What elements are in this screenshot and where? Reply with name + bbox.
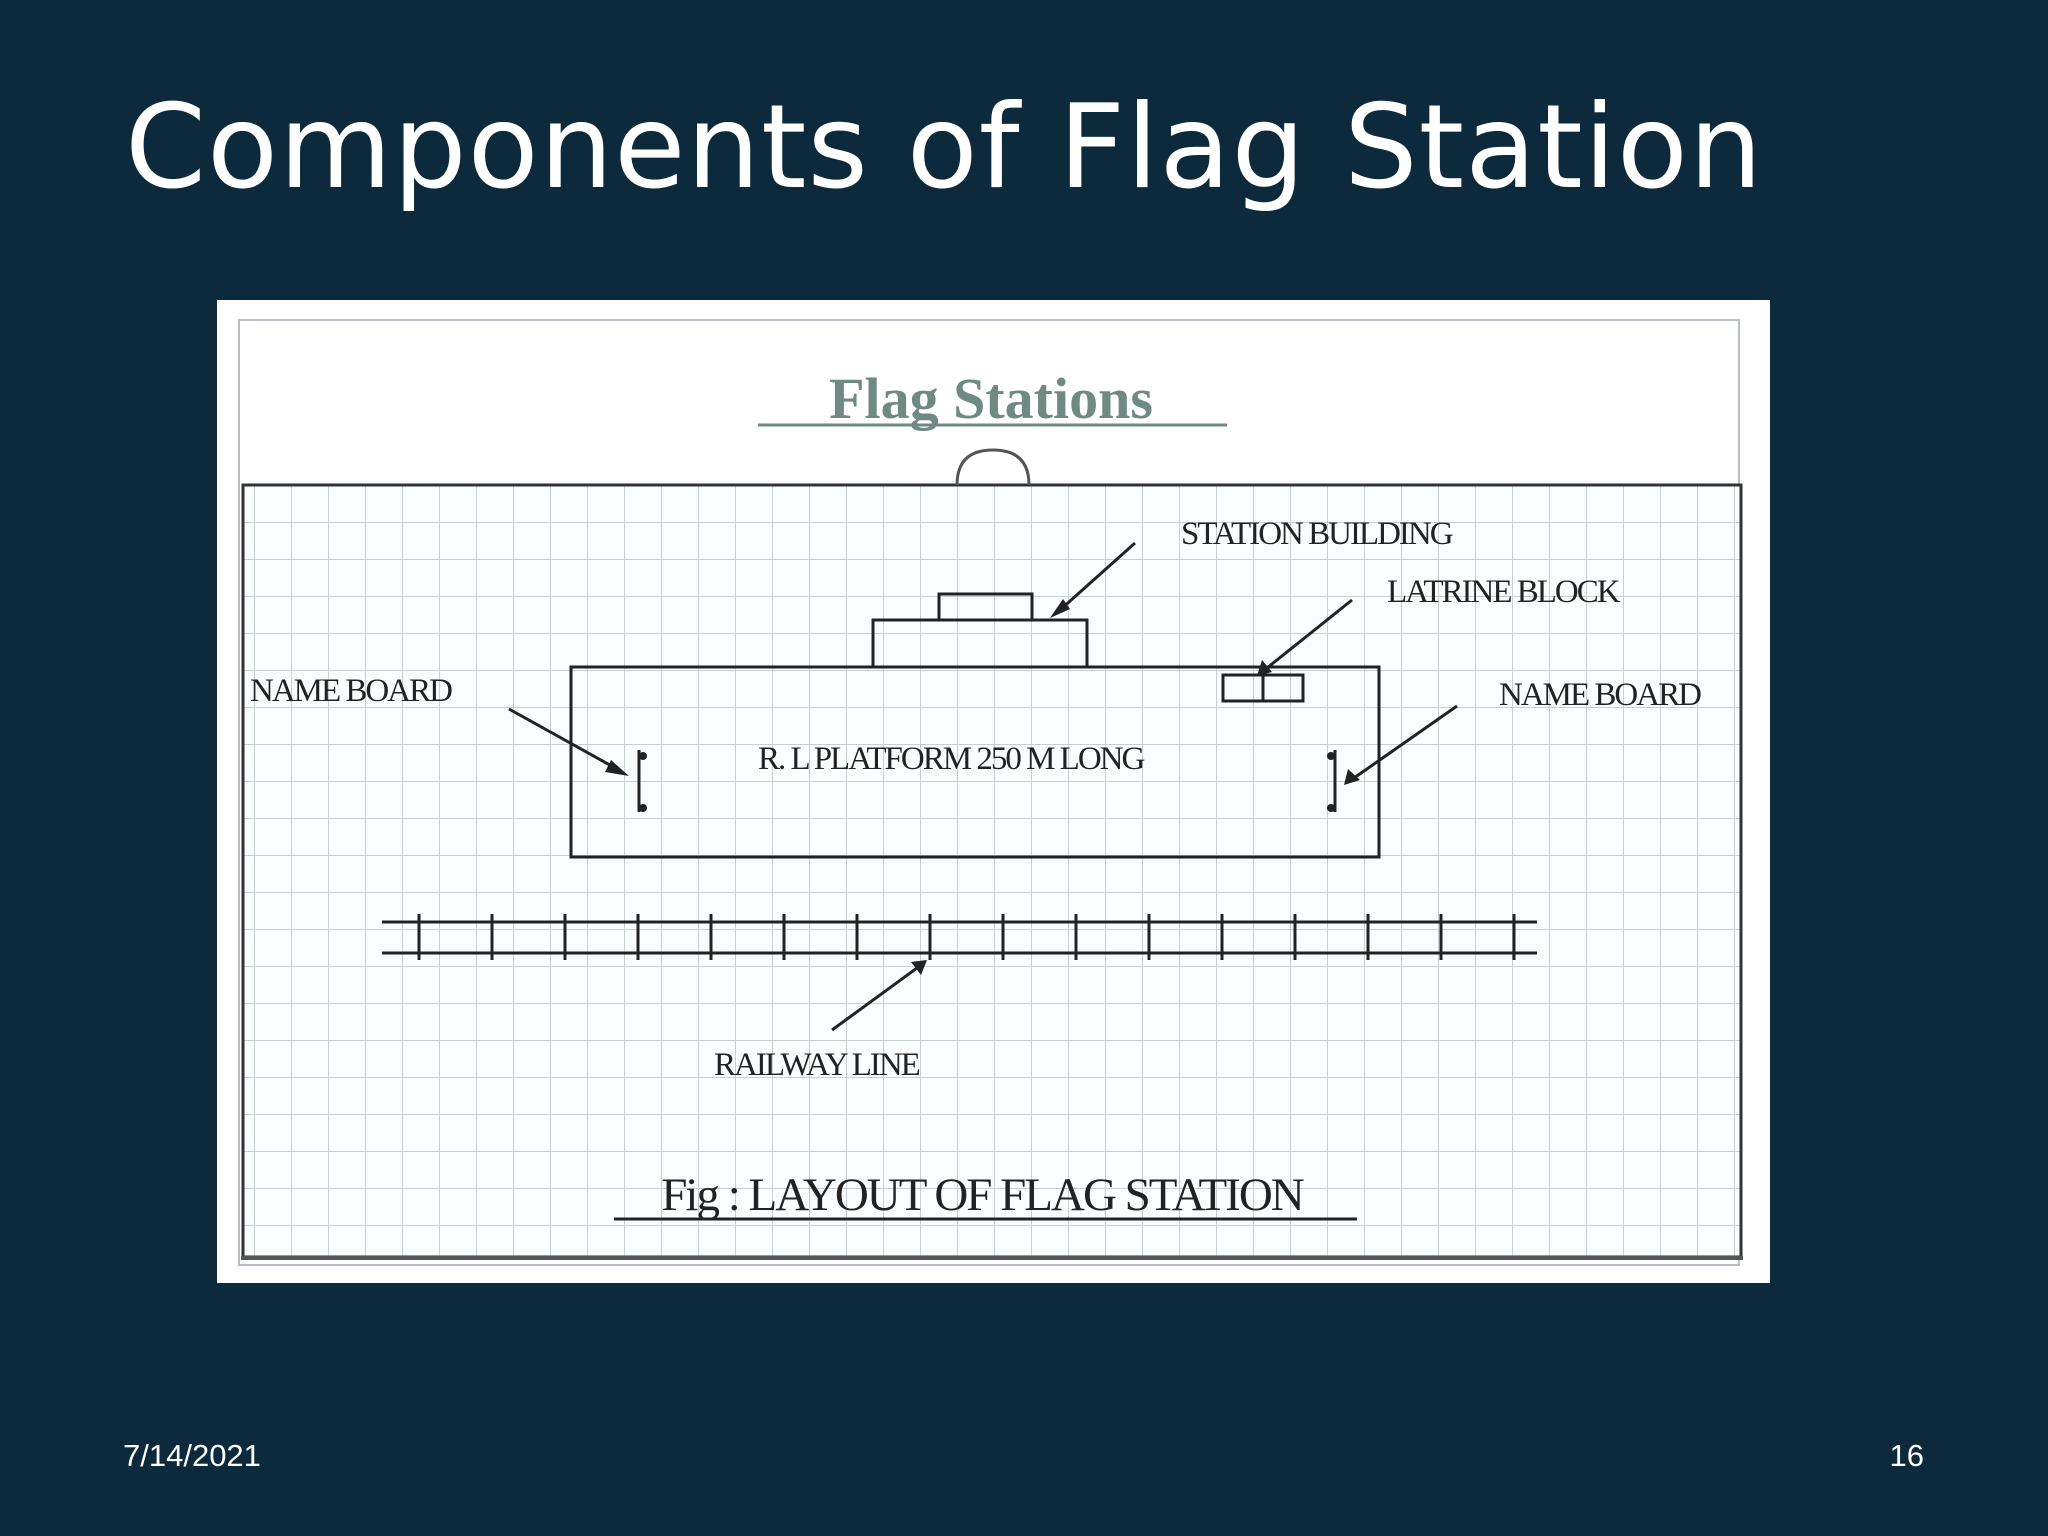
label-station-building: STATION BUILDING [1181, 516, 1453, 552]
name-board-right-top-dot [1327, 752, 1335, 760]
hanger-loop [955, 448, 1031, 486]
flag-station-figure: Flag Stations [217, 300, 1770, 1283]
name-board-left-leader [508, 707, 618, 771]
label-latrine-block: LATRINE BLOCK [1387, 574, 1621, 610]
railway-line [382, 914, 1537, 960]
railway-line-leader [831, 966, 918, 1032]
name-board-right-leader [1353, 704, 1458, 780]
slide-title: Components of Flag Station [125, 80, 1764, 215]
name-board-left-bottom-dot [639, 804, 647, 812]
station-building-arrowhead [1050, 599, 1070, 618]
layout-diagram: Flag Stations [238, 319, 1743, 1266]
name-board-right-bottom-dot [1327, 804, 1335, 812]
figure-caption: Fig : LAYOUT OF FLAG STATION [661, 1169, 1303, 1221]
name-board-left-top-dot [639, 752, 647, 760]
label-railway-line: RAILWAY LINE [714, 1047, 920, 1083]
grid-background [243, 485, 1741, 1257]
latrine-block-arrowhead [1257, 660, 1272, 676]
latrine-block-leader [1266, 598, 1353, 670]
slide-page-number: 16 [1889, 1438, 1924, 1473]
name-board-left-arrowhead [605, 760, 629, 776]
slide-date: 7/14/2021 [123, 1438, 261, 1473]
name-board-right-arrowhead [1344, 769, 1360, 785]
diagram-heading: Flag Stations [829, 366, 1153, 431]
station-building-upper [937, 592, 1034, 622]
label-platform: R. L PLATFORM 250 M LONG [758, 741, 1144, 777]
railway-line-arrowhead [911, 960, 927, 975]
station-building-leader [1059, 541, 1136, 612]
label-name-board-right: NAME BOARD [1499, 677, 1701, 713]
label-name-board-left: NAME BOARD [250, 673, 452, 709]
